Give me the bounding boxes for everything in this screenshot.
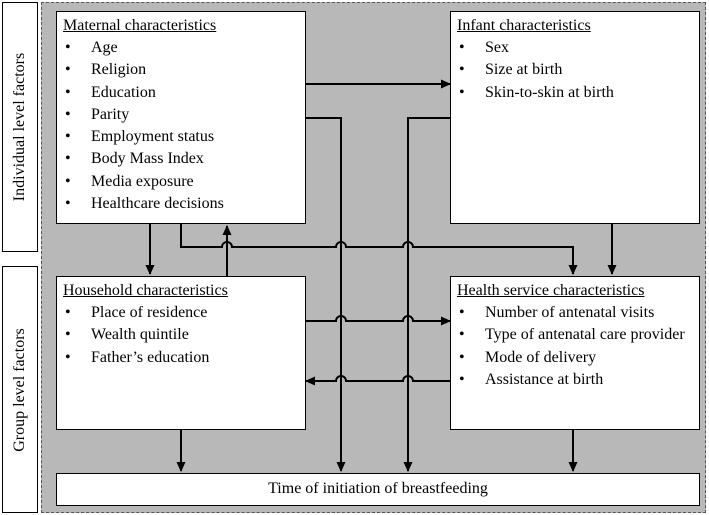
bullet-icon: •: [459, 370, 465, 388]
bullet-icon: •: [459, 61, 465, 79]
bullet-icon: •: [65, 304, 71, 321]
health-service-characteristics-box: Health service characteristics •Number o…: [450, 276, 700, 430]
infant-characteristics-box: Infant characteristics •Sex •Size at bir…: [450, 11, 700, 224]
list-item: •Assistance at birth: [457, 369, 693, 391]
infant-list: •Sex •Size at birth •Skin-to-skin at bir…: [457, 37, 693, 104]
list-item: •Religion: [63, 59, 299, 81]
list-item: •Type of antenatal care provider: [457, 324, 693, 346]
health-service-list: •Number of antenatal visits •Type of ant…: [457, 302, 693, 391]
list-item: •Body Mass Index: [63, 148, 299, 170]
bullet-icon: •: [65, 172, 71, 190]
arrow-infant-to-outcome: [403, 117, 450, 472]
bullet-icon: •: [65, 105, 71, 123]
household-characteristics-box: Household characteristics •Place of resi…: [56, 276, 306, 430]
list-item: •Skin-to-skin at birth: [457, 82, 693, 104]
health-service-title: Health service characteristics: [457, 282, 645, 299]
arrow-maternal-to-outcome: [306, 117, 346, 472]
infant-title: Infant characteristics: [457, 17, 591, 34]
list-item: •Number of antenatal visits: [457, 302, 693, 324]
bullet-icon: •: [65, 150, 71, 168]
bullet-icon: •: [459, 83, 465, 101]
list-item: •Mode of delivery: [457, 347, 693, 369]
bullet-icon: •: [459, 304, 465, 321]
list-item: •Father’s education: [63, 347, 299, 369]
bullet-icon: •: [65, 348, 71, 366]
bullet-icon: •: [65, 326, 71, 344]
outcome-box: Time of initiation of breastfeeding: [56, 473, 700, 506]
outcome-label: Time of initiation of breastfeeding: [268, 480, 488, 497]
maternal-title: Maternal characteristics: [63, 17, 217, 34]
individual-level-box: Individual level factors: [2, 2, 38, 252]
household-list: •Place of residence •Wealth quintile •Fa…: [63, 302, 299, 369]
list-item: •Education: [63, 82, 299, 104]
list-item: •Wealth quintile: [63, 324, 299, 346]
list-item: •Employment status: [63, 126, 299, 148]
maternal-list: •Age •Religion •Education •Parity •Emplo…: [63, 37, 299, 215]
list-item: •Healthcare decisions: [63, 193, 299, 215]
list-item: •Media exposure: [63, 171, 299, 193]
maternal-characteristics-box: Maternal characteristics •Age •Religion …: [56, 11, 306, 224]
bullet-icon: •: [459, 326, 465, 344]
bullet-icon: •: [65, 39, 71, 56]
list-item: •Age: [63, 37, 299, 59]
bullet-icon: •: [65, 83, 71, 101]
list-item: •Parity: [63, 104, 299, 126]
list-item: •Size at birth: [457, 59, 693, 81]
arrow-maternal-to-health: [180, 224, 578, 275]
bullet-icon: •: [65, 195, 71, 213]
arrow-household-to-health: [306, 315, 451, 326]
household-title: Household characteristics: [63, 282, 228, 299]
bullet-icon: •: [65, 128, 71, 146]
group-level-box: Group level factors: [2, 266, 38, 513]
bullet-icon: •: [459, 39, 465, 56]
bullet-icon: •: [459, 348, 465, 366]
list-item: •Sex: [457, 37, 693, 59]
arrow-health-to-household: [305, 375, 450, 386]
bullet-icon: •: [65, 61, 71, 79]
list-item: •Place of residence: [63, 302, 299, 324]
